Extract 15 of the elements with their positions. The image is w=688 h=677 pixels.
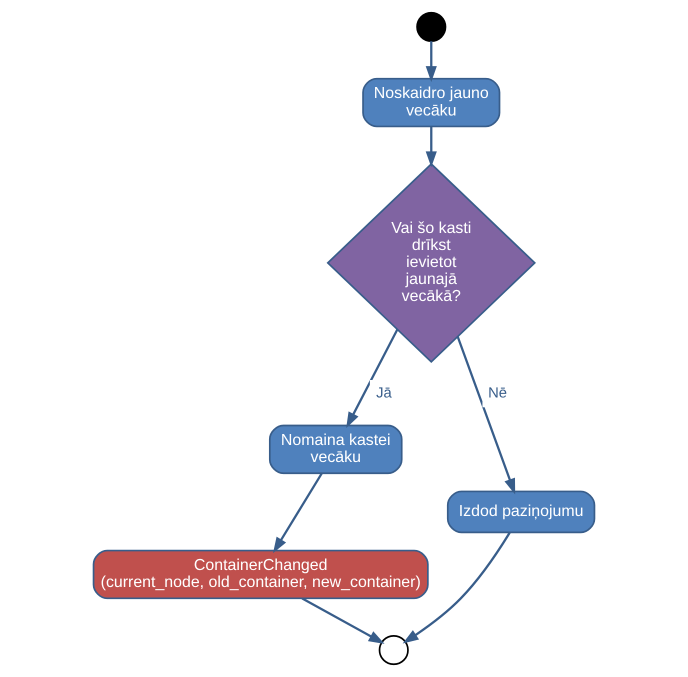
arrow: [346, 328, 398, 428]
node-box: Izdod paziņojumu: [446, 490, 596, 534]
arrow: [426, 41, 437, 82]
edge-label: Nē: [488, 386, 508, 402]
node-diamond: Vai šo kasti drīkst ievietot jaunajā vecākā?: [326, 162, 536, 363]
node-circle: [378, 635, 409, 666]
arrow: [302, 597, 385, 644]
node-box: Noskaidro jauno vecāku: [362, 78, 500, 128]
arrow: [273, 472, 323, 554]
edge-label: Jā: [376, 386, 392, 402]
node-box: Nomaina kastei vecāku: [268, 424, 403, 474]
node-circle: [416, 12, 446, 42]
arrow: [426, 126, 437, 168]
arrow: [402, 532, 511, 644]
node-box: ContainerChanged (current_node, old_container, new_container): [92, 550, 429, 600]
